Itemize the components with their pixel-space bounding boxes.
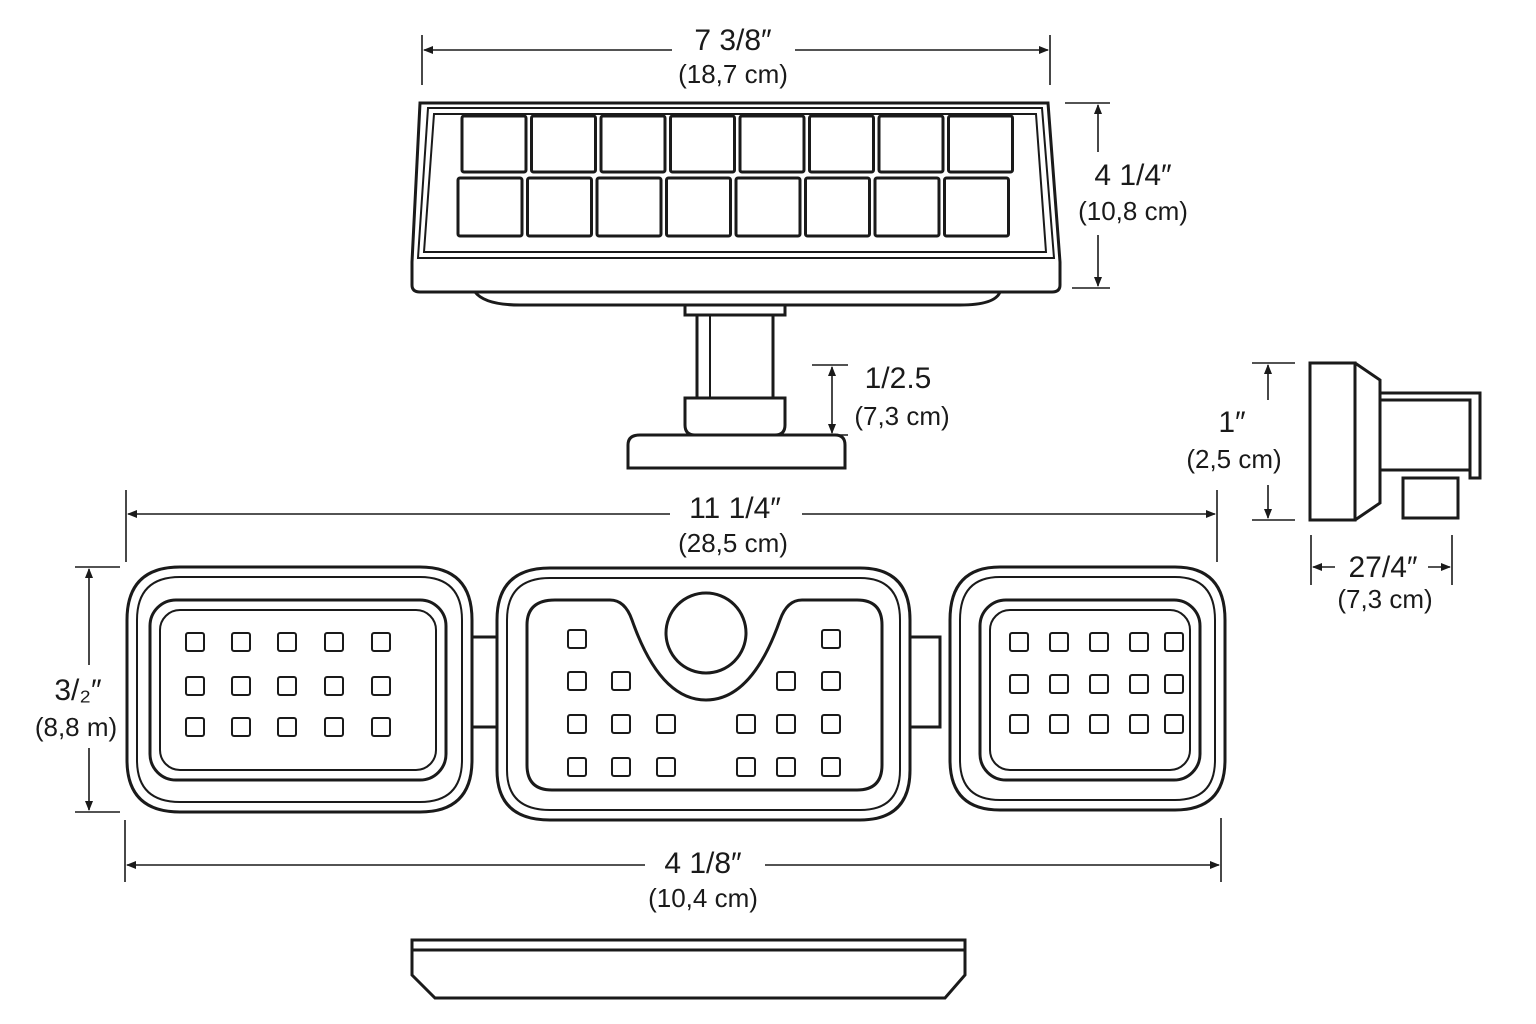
solar-cell bbox=[526, 176, 593, 238]
led bbox=[185, 676, 205, 696]
side-depth-imperial: 27/4″ bbox=[1348, 551, 1417, 584]
led bbox=[776, 671, 796, 691]
led bbox=[231, 632, 251, 652]
led bbox=[185, 632, 205, 652]
led bbox=[1164, 674, 1184, 694]
led bbox=[1009, 714, 1029, 734]
led bbox=[821, 714, 841, 734]
solar-cell bbox=[877, 114, 945, 174]
led bbox=[1129, 674, 1149, 694]
led bbox=[324, 632, 344, 652]
led bbox=[821, 629, 841, 649]
bottom-width-imperial: 4 1/8″ bbox=[664, 847, 742, 880]
led bbox=[567, 671, 587, 691]
led bbox=[277, 717, 297, 737]
led bbox=[736, 757, 756, 777]
solar-panel bbox=[410, 101, 1062, 307]
solar-cell bbox=[460, 114, 528, 174]
solar-cell bbox=[808, 114, 875, 174]
bottom-view bbox=[410, 938, 967, 1000]
led bbox=[1009, 632, 1029, 652]
led bbox=[567, 629, 587, 649]
mount-height-imperial: 1/2.5 bbox=[865, 362, 932, 395]
bottom-width-metric: (10,4 cm) bbox=[648, 883, 758, 913]
solar-cell bbox=[530, 114, 597, 174]
solar-cell bbox=[873, 176, 941, 238]
led bbox=[611, 714, 631, 734]
led bbox=[1129, 632, 1149, 652]
led bbox=[371, 632, 391, 652]
led bbox=[1089, 714, 1109, 734]
solar-cells bbox=[456, 114, 1014, 238]
solar-cell bbox=[599, 114, 667, 174]
solar-cell bbox=[456, 176, 524, 238]
led bbox=[776, 714, 796, 734]
led bbox=[821, 757, 841, 777]
led bbox=[231, 717, 251, 737]
led bbox=[1049, 714, 1069, 734]
led bbox=[656, 714, 676, 734]
light-width-imperial: 11 1/4″ bbox=[689, 492, 781, 525]
led bbox=[277, 676, 297, 696]
led-array bbox=[185, 629, 1184, 777]
panel-height-metric: (10,8 cm) bbox=[1078, 196, 1188, 226]
led bbox=[371, 676, 391, 696]
led bbox=[185, 717, 205, 737]
panel-mount bbox=[626, 303, 847, 470]
solar-cell bbox=[595, 176, 663, 238]
led bbox=[821, 671, 841, 691]
side-view bbox=[1308, 361, 1482, 522]
light-height-imperial: 3/₂″ bbox=[54, 674, 102, 707]
side-height-imperial: 1″ bbox=[1218, 406, 1246, 439]
led bbox=[1164, 632, 1184, 652]
side-height-metric: (2,5 cm) bbox=[1186, 444, 1281, 474]
led bbox=[567, 757, 587, 777]
solar-cell bbox=[734, 176, 802, 238]
led bbox=[324, 717, 344, 737]
led bbox=[1089, 674, 1109, 694]
solar-cell bbox=[804, 176, 871, 238]
motion-sensor bbox=[664, 591, 748, 675]
light-heads bbox=[125, 565, 1227, 822]
panel-width-metric: (18,7 cm) bbox=[678, 59, 788, 89]
led bbox=[656, 757, 676, 777]
solar-cell bbox=[943, 176, 1010, 238]
solar-cell bbox=[738, 114, 806, 174]
led bbox=[1049, 674, 1069, 694]
solar-cell bbox=[947, 114, 1014, 174]
led bbox=[324, 676, 344, 696]
led bbox=[776, 757, 796, 777]
light-height-metric: (8,8 m) bbox=[35, 712, 117, 742]
panel-height-imperial: 4 1/4″ bbox=[1094, 159, 1172, 192]
led bbox=[1049, 632, 1069, 652]
panel-width-imperial: 7 3/8″ bbox=[694, 24, 772, 57]
led bbox=[567, 714, 587, 734]
dimension-lines bbox=[75, 35, 1453, 882]
solar-cell bbox=[665, 176, 732, 238]
mount-height-metric: (7,3 cm) bbox=[854, 401, 949, 431]
led bbox=[611, 671, 631, 691]
led bbox=[231, 676, 251, 696]
side-depth-metric: (7,3 cm) bbox=[1337, 584, 1432, 614]
led bbox=[611, 757, 631, 777]
led bbox=[1089, 632, 1109, 652]
led bbox=[371, 717, 391, 737]
led bbox=[1129, 714, 1149, 734]
led bbox=[277, 632, 297, 652]
led bbox=[736, 714, 756, 734]
led bbox=[1009, 674, 1029, 694]
led bbox=[1164, 714, 1184, 734]
light-width-metric: (28,5 cm) bbox=[678, 528, 788, 558]
solar-cell bbox=[669, 114, 736, 174]
